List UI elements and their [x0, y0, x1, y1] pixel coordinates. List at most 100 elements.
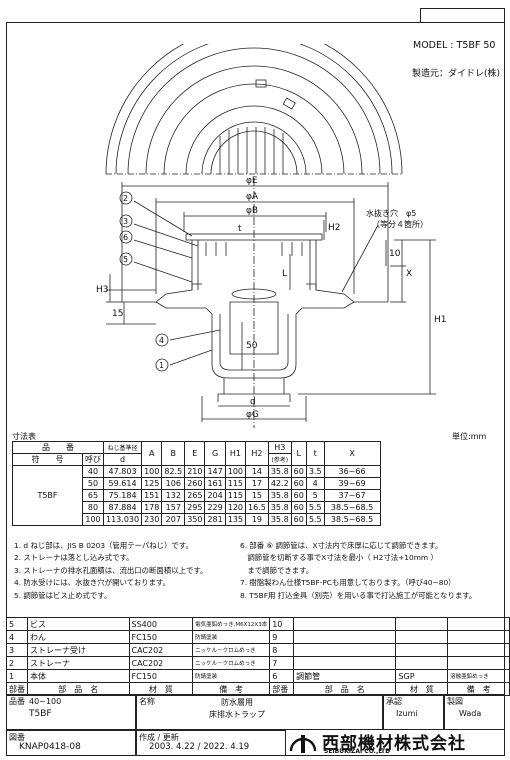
part-material [395, 617, 449, 631]
part-material: FC150 [128, 630, 194, 644]
part-no: 5 [6, 617, 28, 631]
hdr-t: t [305, 441, 325, 466]
dim-H2: H2 [328, 223, 341, 233]
cell-A: 151 [141, 489, 163, 502]
technical-drawing: φE φA φB φG d H1 H2 H3 L X t 15 10 50 水抜… [96, 44, 447, 428]
cell-H3: 35.8 [267, 465, 292, 478]
cell-B: 82.5 [161, 465, 186, 478]
plan-view [105, 44, 403, 175]
dimension-table-unit: 単位:mm [452, 432, 487, 441]
hdr-nominal: 呼び [82, 453, 104, 466]
drafter-label: 製図 [447, 697, 463, 706]
cell-H1: 135 [224, 513, 247, 526]
part-name [293, 630, 397, 644]
note-line: 2. ストレーナは落とし込み式です。 [14, 553, 134, 563]
part-no: 3 [6, 643, 28, 657]
hdr-A: A [141, 441, 163, 466]
balloon-2: 2 [123, 194, 128, 203]
cell-H3: 35.8 [267, 489, 292, 502]
cell-L: 60 [290, 465, 307, 478]
cell-X: 38.5~68.5 [323, 513, 381, 526]
hinban-value-2: T5BF [29, 709, 52, 719]
cell-A: 178 [141, 501, 163, 514]
drawing-no-value: KNAP0418-08 [19, 742, 81, 752]
nominal-cell: 40 [82, 465, 104, 478]
parts-header-material-2: 材 質 [395, 682, 449, 696]
part-note: 溶融亜鉛めっき [447, 669, 510, 683]
note-line: 7. 樹脂製わん仕様T5BF-PCも用意しております。（呼び40~80） [240, 578, 456, 588]
dim-t: t [238, 224, 242, 234]
cell-X: 39~69 [323, 477, 381, 490]
dim-A: φA [246, 192, 259, 202]
hinban-value-1: 40~100 [29, 697, 62, 706]
cell-d: 87.884 [102, 501, 143, 514]
date-cell: 作成 / 更新 2003. 4.22 / 2022. 4.19 [136, 730, 286, 756]
cell-B: 157 [161, 501, 186, 514]
cell-G: 229 [204, 501, 226, 514]
name-label: 名称 [139, 697, 155, 706]
cell-G: 204 [204, 489, 226, 502]
part-no: 7 [269, 656, 295, 670]
cell-H2: 17 [245, 477, 269, 490]
hdr-E: E [184, 441, 206, 466]
balloon-3: 3 [123, 217, 128, 226]
note-line: 8. T5BF用 打込金具（別売）を用いる事で打込施工が可能となります。 [240, 590, 477, 600]
date-label: 作成 / 更新 [139, 733, 179, 742]
hdr-product: 品 番 [12, 441, 104, 454]
cell-t: 5 [305, 489, 325, 502]
cell-X: 38.5~68.5 [323, 501, 381, 514]
cell-E: 260 [184, 477, 206, 490]
company-name-jp: 西部機材株式会社 [322, 734, 466, 754]
part-note [447, 656, 510, 670]
cell-X: 37~67 [323, 489, 381, 502]
parts-header-name: 部 品 名 [27, 682, 130, 696]
approve-value: Izumi [396, 709, 418, 718]
nominal-cell: 80 [82, 501, 104, 514]
part-no: 2 [6, 656, 28, 670]
part-note: 防錆塗装 [192, 630, 271, 644]
drawing-no-cell: 図番 KNAP0418-08 [6, 730, 136, 756]
title-block: 品番 40~100 T5BF 名称 防水層用 床排水トラップ 承認 Izumi … [6, 694, 505, 756]
cell-L: 60 [290, 501, 307, 514]
cell-A: 125 [141, 477, 163, 490]
cell-E: 210 [184, 465, 206, 478]
part-material [395, 630, 449, 644]
cell-L: 60 [290, 513, 307, 526]
part-material [395, 656, 449, 670]
cell-H1: 115 [224, 489, 247, 502]
cell-G: 281 [204, 513, 226, 526]
hinban-label: 品番 [9, 697, 25, 706]
part-material: CAC202 [128, 643, 194, 657]
cell-t: 3.5 [305, 465, 325, 478]
note-line: 調節管を切断する事でX寸法を最小（ H2寸法+10mm ） [240, 553, 438, 563]
part-no: 1 [6, 669, 28, 683]
company-mark-icon [289, 735, 317, 753]
part-no: 10 [269, 617, 295, 631]
dim-15: 15 [112, 309, 123, 319]
note-line: 4. 防水受けには、水抜き穴が開いております。 [14, 578, 171, 588]
part-name: ビス [27, 617, 130, 631]
note-line: 3. ストレーナの排水孔面積は、流出口の断面積以上です。 [14, 565, 208, 575]
part-note: ニッケル－クロムめっき [192, 643, 271, 657]
sheet-tab [420, 8, 505, 23]
cell-G: 161 [204, 477, 226, 490]
drawing-no-label: 図番 [9, 733, 25, 742]
cell-E: 265 [184, 489, 206, 502]
nominal-cell: 65 [82, 489, 104, 502]
hdr-H1: H1 [224, 441, 247, 466]
company-logo: 西部機材株式会社 SEIBUKIZAI CO.,LTD [286, 729, 505, 756]
part-note [447, 643, 510, 657]
hdr-H3: H3 [267, 441, 292, 454]
cell-L: 60 [290, 489, 307, 502]
part-no: 4 [6, 630, 28, 644]
dim-10: 10 [389, 249, 401, 259]
part-note [447, 630, 510, 644]
cell-H1: 115 [224, 477, 247, 490]
cell-B: 106 [161, 477, 186, 490]
part-name: わん [27, 630, 130, 644]
cell-H2: 19 [245, 513, 269, 526]
cell-H2: 14 [245, 465, 269, 478]
hdr-G: G [204, 441, 226, 466]
hdr-L: L [290, 441, 307, 466]
